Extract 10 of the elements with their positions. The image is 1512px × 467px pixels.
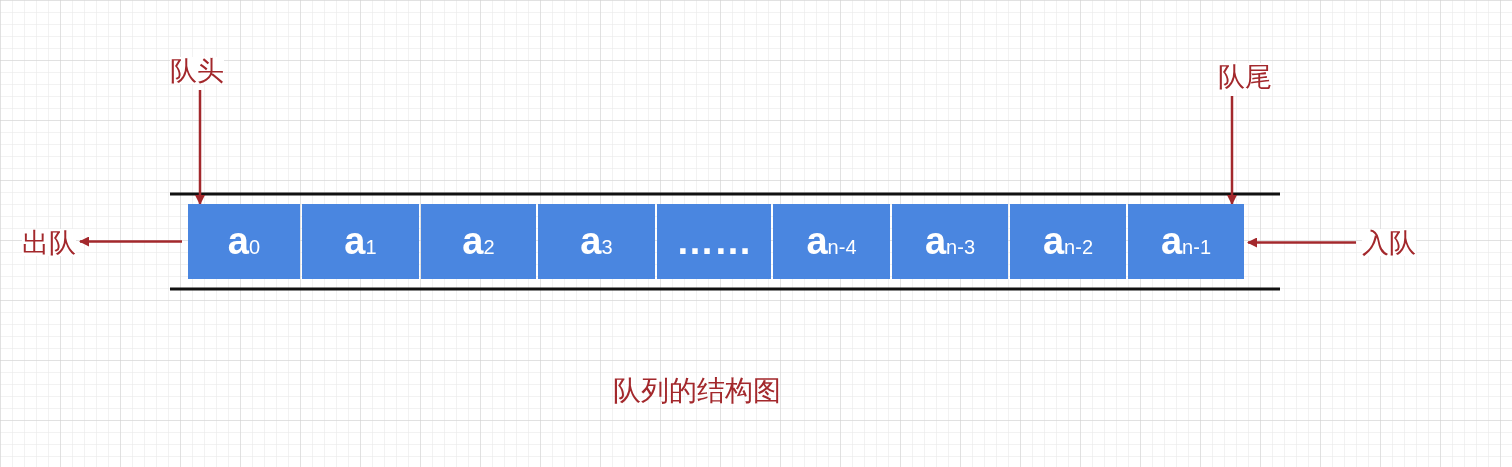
arrow bbox=[79, 236, 182, 247]
queue-label: 出队 bbox=[22, 229, 76, 256]
arrow bbox=[195, 90, 205, 205]
caption: 队列的结构图 bbox=[613, 373, 781, 409]
arrow bbox=[1227, 96, 1237, 205]
queue-label: 队尾 bbox=[1218, 63, 1272, 90]
arrow bbox=[1247, 237, 1356, 248]
queue-label: 队头 bbox=[170, 57, 224, 84]
queue-cell: …… bbox=[657, 204, 771, 279]
queue-label: 入队 bbox=[1362, 229, 1416, 256]
